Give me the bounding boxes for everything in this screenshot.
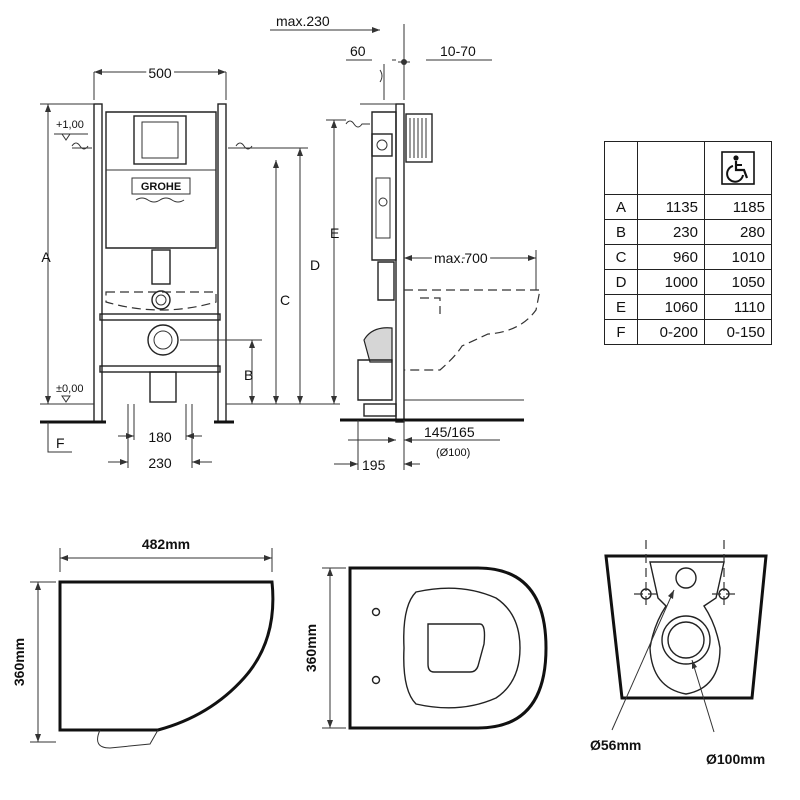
table-row: F 0-200 0-150 <box>604 319 772 345</box>
drain-bend <box>363 327 393 363</box>
grohe-logo: GROHE <box>141 181 181 193</box>
dim-145-165: 145/165 <box>424 424 475 440</box>
dim-60: 60 <box>350 43 366 59</box>
dim-482mm: 482mm <box>142 536 190 552</box>
toilet-side-view: 482mm 360mm <box>11 536 275 749</box>
fixing-hole-bottom <box>371 675 381 685</box>
frame-left-upright <box>93 103 103 423</box>
wall-plug <box>405 113 433 163</box>
toilet-back-view: Ø56mm Ø100mm <box>590 540 768 767</box>
toilet-bowl-rim <box>403 587 521 709</box>
table-row: C 960 1010 <box>604 244 772 270</box>
table-row: B 230 280 <box>604 219 772 245</box>
cistern-body <box>105 111 217 249</box>
level-zero: ±0,00 <box>56 383 83 395</box>
dim-B: B <box>244 367 253 383</box>
dim-195: 195 <box>362 457 386 473</box>
drain-outlet-outer <box>661 615 711 665</box>
side-view-frame <box>340 64 541 423</box>
grohe-logo-plate <box>131 177 191 195</box>
front-dimensions: 500 A +1,00 ±0,00 F D C B <box>40 62 340 471</box>
dimension-table: A 1135 1185 B 230 280 C 960 1010 D 1000 … <box>604 141 772 345</box>
dim-d100mm: Ø100mm <box>706 751 765 767</box>
toilet-top-view: 360mm <box>303 566 548 730</box>
front-outlet <box>147 324 179 356</box>
toilet-top-outline <box>348 566 548 730</box>
dim-E: E <box>330 225 339 241</box>
front-view-frame: GROHE <box>71 103 253 424</box>
drain-outlet-inner <box>667 621 705 659</box>
dim-d100: (Ø100) <box>436 447 470 459</box>
water-inlet-hole <box>675 567 697 589</box>
dim-230: 230 <box>148 455 172 471</box>
dim-180: 180 <box>148 429 172 445</box>
level-plus-100: +1,00 <box>56 119 84 131</box>
flush-plate-opening <box>133 115 187 165</box>
table-row: D 1000 1050 <box>604 269 772 295</box>
dim-D: D <box>310 257 320 273</box>
dim-360mm-side: 360mm <box>11 638 27 686</box>
toilet-bowl-inner <box>427 623 486 673</box>
bowl-outline-front <box>105 291 217 311</box>
wheelchair-icon <box>721 151 755 185</box>
dim-10-70: 10-70 <box>440 43 476 59</box>
dim-max-230: max.230 <box>276 13 330 29</box>
toilet-side-outline <box>58 580 275 732</box>
dim-500: 500 <box>148 65 172 81</box>
dim-360mm-top: 360mm <box>303 624 319 672</box>
side-frame-upright <box>395 103 405 423</box>
dim-C: C <box>280 292 290 308</box>
table-header-row <box>604 141 772 195</box>
dim-d56mm: Ø56mm <box>590 737 641 753</box>
table-row: E 1060 1110 <box>604 294 772 320</box>
toilet-back-outline <box>604 554 768 700</box>
frame-right-upright <box>217 103 227 423</box>
fixing-hole-top <box>371 607 381 617</box>
dim-F: F <box>56 435 65 451</box>
table-row: A 1135 1185 <box>604 194 772 220</box>
dim-A: A <box>41 249 51 265</box>
dim-max-700: max.700 <box>434 250 488 266</box>
side-dimensions: max.230 60 10-70 E max.700 195 145/165 (… <box>270 13 537 473</box>
bowl-outline-side <box>404 289 541 371</box>
